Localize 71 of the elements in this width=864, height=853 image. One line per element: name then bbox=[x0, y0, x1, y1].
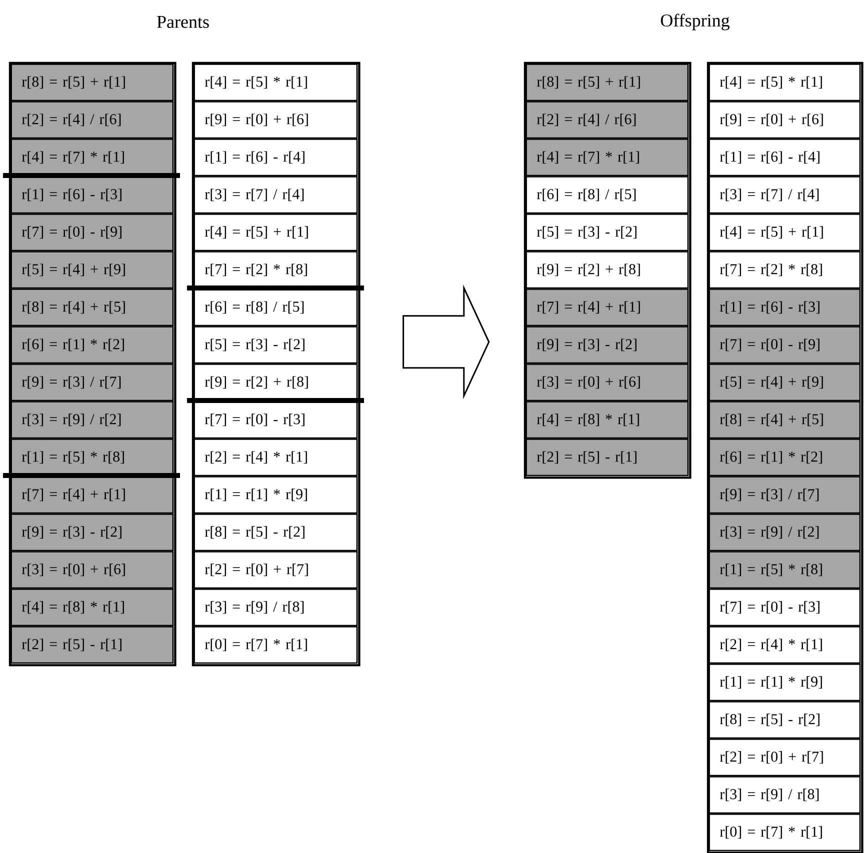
block-arrow bbox=[402, 284, 490, 400]
instruction-cell: r[2] = r[0] + r[7] bbox=[708, 738, 861, 776]
instruction-cell: r[5] = r[3] - r[2] bbox=[194, 326, 358, 364]
shaded-instruction-cell: r[7] = r[0] - r[9] bbox=[708, 326, 861, 364]
shaded-instruction-cell: r[8] = r[4] + r[5] bbox=[708, 401, 861, 439]
instruction-cell: r[7] = r[2] * r[8] bbox=[194, 251, 358, 289]
shaded-instruction-cell: r[8] = r[4] + r[5] bbox=[10, 288, 174, 326]
shaded-instruction-cell: r[3] = r[0] + r[6] bbox=[10, 551, 174, 589]
instruction-cell: r[3] = r[7] / r[4] bbox=[194, 176, 358, 214]
instruction-cell: r[3] = r[9] / r[8] bbox=[194, 588, 358, 626]
shaded-instruction-cell: r[8] = r[5] + r[1] bbox=[526, 64, 689, 102]
shaded-instruction-cell: r[2] = r[5] - r[1] bbox=[526, 438, 689, 476]
program-column bbox=[8, 62, 176, 666]
shaded-instruction-cell: r[6] = r[1] * r[2] bbox=[10, 326, 174, 364]
shaded-instruction-cell: r[2] = r[4] / r[6] bbox=[10, 101, 174, 139]
column-heading: Parents bbox=[157, 16, 209, 28]
instruction-cell: r[8] = r[5] - r[2] bbox=[194, 514, 358, 552]
instruction-cell: r[0] = r[7] * r[1] bbox=[194, 626, 358, 664]
shaded-instruction-cell: r[1] = r[6] - r[3] bbox=[708, 288, 861, 326]
instruction-cell: r[6] = r[8] / r[5] bbox=[194, 288, 358, 326]
shaded-instruction-cell: r[4] = r[8] * r[1] bbox=[526, 401, 689, 439]
shaded-instruction-cell: r[9] = r[3] - r[2] bbox=[10, 514, 174, 552]
shaded-instruction-cell: r[7] = r[4] + r[1] bbox=[526, 288, 689, 326]
shaded-instruction-cell: r[5] = r[4] + r[9] bbox=[708, 364, 861, 402]
program-column bbox=[192, 62, 360, 666]
shaded-instruction-cell: r[3] = r[0] + r[6] bbox=[526, 364, 689, 402]
instruction-cell: r[7] = r[0] - r[3] bbox=[194, 401, 358, 439]
shaded-instruction-cell: r[1] = r[5] * r[8] bbox=[708, 551, 861, 589]
instruction-cell: r[9] = r[0] + r[6] bbox=[194, 101, 358, 139]
instruction-cell: r[4] = r[5] + r[1] bbox=[708, 214, 861, 252]
column-heading: Offspring bbox=[660, 14, 730, 30]
instruction-cell: r[9] = r[2] + r[8] bbox=[526, 251, 689, 289]
instruction-cell: r[9] = r[0] + r[6] bbox=[708, 101, 861, 139]
shaded-instruction-cell: r[2] = r[4] / r[6] bbox=[526, 101, 689, 139]
instruction-cell: r[1] = r[1] * r[9] bbox=[708, 664, 861, 702]
shaded-instruction-cell: r[9] = r[3] - r[2] bbox=[526, 326, 689, 364]
instruction-cell: r[2] = r[4] * r[1] bbox=[708, 626, 861, 664]
instruction-cell: r[9] = r[2] + r[8] bbox=[194, 364, 358, 402]
shaded-instruction-cell: r[4] = r[8] * r[1] bbox=[10, 588, 174, 626]
program-column bbox=[524, 62, 692, 479]
instruction-cell: r[4] = r[5] * r[1] bbox=[194, 64, 358, 102]
instruction-cell: r[7] = r[2] * r[8] bbox=[708, 251, 861, 289]
instruction-cell: r[2] = r[4] * r[1] bbox=[194, 438, 358, 476]
shaded-instruction-cell: r[7] = r[4] + r[1] bbox=[10, 476, 174, 514]
shaded-instruction-cell: r[7] = r[0] - r[9] bbox=[10, 214, 174, 252]
instruction-cell: r[4] = r[5] + r[1] bbox=[194, 214, 358, 252]
instruction-cell: r[1] = r[1] * r[9] bbox=[194, 476, 358, 514]
instruction-cell: r[3] = r[7] / r[4] bbox=[708, 176, 861, 214]
instruction-cell: r[3] = r[9] / r[8] bbox=[708, 776, 861, 814]
instruction-cell: r[5] = r[3] - r[2] bbox=[526, 214, 689, 252]
shaded-instruction-cell: r[6] = r[1] * r[2] bbox=[708, 438, 861, 476]
instruction-cell: r[1] = r[6] - r[4] bbox=[708, 138, 861, 176]
instruction-cell: r[1] = r[6] - r[4] bbox=[194, 138, 358, 176]
instruction-cell: r[4] = r[5] * r[1] bbox=[708, 64, 861, 102]
shaded-instruction-cell: r[4] = r[7] * r[1] bbox=[10, 138, 174, 176]
shaded-instruction-cell: r[1] = r[5] * r[8] bbox=[10, 438, 174, 476]
shaded-instruction-cell: r[5] = r[4] + r[9] bbox=[10, 251, 174, 289]
instruction-cell: r[8] = r[5] - r[2] bbox=[708, 701, 861, 739]
shaded-instruction-cell: r[8] = r[5] + r[1] bbox=[10, 64, 174, 102]
shaded-instruction-cell: r[9] = r[3] / r[7] bbox=[708, 476, 861, 514]
program-column bbox=[706, 62, 864, 853]
shaded-instruction-cell: r[9] = r[3] / r[7] bbox=[10, 364, 174, 402]
instruction-cell: r[2] = r[0] + r[7] bbox=[194, 551, 358, 589]
instruction-cell: r[0] = r[7] * r[1] bbox=[708, 814, 861, 852]
instruction-cell: r[7] = r[0] - r[3] bbox=[708, 588, 861, 626]
shaded-instruction-cell: r[1] = r[6] - r[3] bbox=[10, 176, 174, 214]
shaded-instruction-cell: r[3] = r[9] / r[2] bbox=[10, 401, 174, 439]
shaded-instruction-cell: r[2] = r[5] - r[1] bbox=[10, 626, 174, 664]
instruction-cell: r[6] = r[8] / r[5] bbox=[526, 176, 689, 214]
shaded-instruction-cell: r[4] = r[7] * r[1] bbox=[526, 138, 689, 176]
shaded-instruction-cell: r[3] = r[9] / r[2] bbox=[708, 514, 861, 552]
